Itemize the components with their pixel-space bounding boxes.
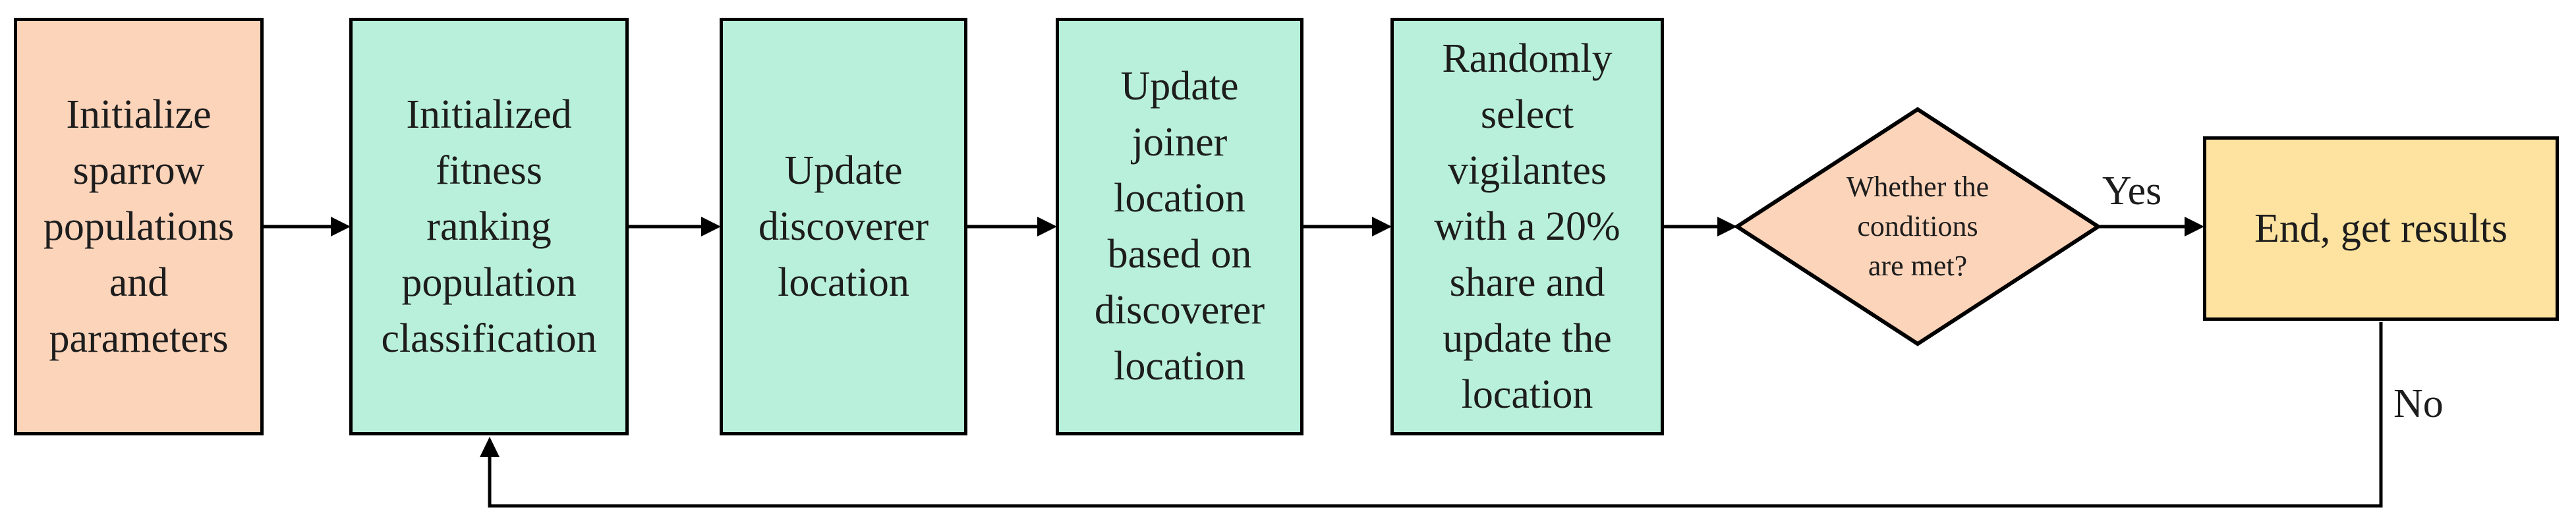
node-fitness-ranking-classification: Initialized fitness ranking population c… (349, 18, 629, 435)
arrowhead-icon (1717, 217, 1737, 236)
node-label: Update discoverer location (758, 148, 929, 305)
edge-label-yes: Yes (2102, 169, 2162, 213)
arrowhead-icon (480, 437, 500, 457)
node-label: Initialize sparrow populations and param… (43, 92, 235, 361)
node-label: End, get results (2254, 206, 2507, 251)
node-end-get-results: End, get results (2203, 136, 2559, 321)
node-label: Randomly select vigilantes with a 20% sh… (1434, 36, 1620, 417)
decision-diamond-shape (1733, 107, 2102, 346)
node-label: Update joiner location based on discover… (1094, 64, 1265, 389)
node-select-vigilantes: Randomly select vigilantes with a 20% sh… (1390, 18, 1664, 435)
no-loop-line (488, 322, 2383, 508)
decision-diamond-polygon (1733, 107, 2102, 346)
arrowhead-icon (1372, 217, 1392, 236)
node-initialize-populations: Initialize sparrow populations and param… (14, 18, 264, 435)
arrowhead-icon (701, 217, 721, 236)
node-update-discoverer-location: Update discoverer location (720, 18, 967, 435)
arrowhead-icon (1037, 217, 1057, 236)
arrowhead-icon (2185, 217, 2204, 236)
node-condition-decision: Whether the conditions are met? (1733, 105, 2102, 348)
node-update-joiner-location: Update joiner location based on discover… (1056, 18, 1303, 435)
node-label: Whether the conditions are met? (1846, 171, 1989, 282)
node-label: Initialized fitness ranking population c… (381, 92, 597, 361)
arrowhead-icon (331, 217, 351, 236)
edge-label-no: No (2393, 381, 2444, 426)
